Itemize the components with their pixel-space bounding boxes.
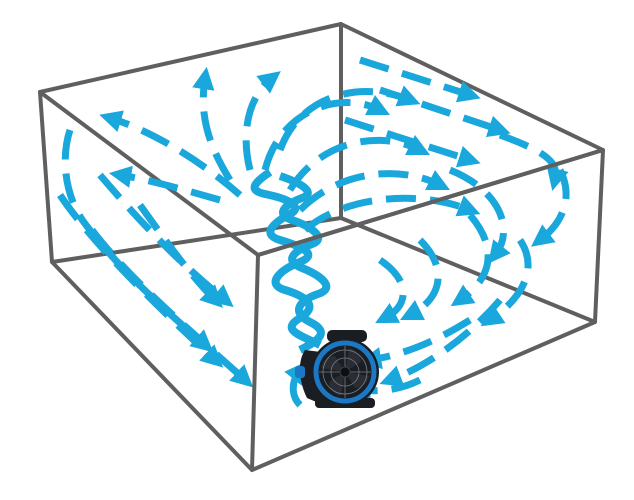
airflow-arrow bbox=[97, 172, 234, 308]
airflow-arrow bbox=[399, 237, 442, 321]
airflow-arrow bbox=[498, 131, 569, 191]
room-box-front-left bbox=[38, 90, 260, 472]
airflow-arrow bbox=[137, 202, 223, 308]
spiral-strand bbox=[278, 172, 331, 354]
airflow-arrow bbox=[192, 66, 233, 182]
blower-fan-icon bbox=[295, 330, 379, 408]
airflow-arrow bbox=[302, 194, 481, 233]
fan-grille bbox=[319, 346, 371, 398]
airflow-arrow bbox=[287, 134, 431, 192]
airflow-arrow bbox=[358, 56, 481, 103]
airflow-arrow bbox=[99, 110, 243, 198]
airflow-arrow bbox=[531, 168, 570, 247]
airflow-arrow bbox=[242, 71, 281, 171]
fan-hub bbox=[339, 366, 351, 378]
fan-accent-ring bbox=[313, 340, 377, 404]
fan-blades bbox=[321, 348, 369, 396]
airflow-arrow bbox=[89, 227, 254, 388]
airflow-arrow bbox=[450, 212, 492, 307]
airflow-spiral bbox=[250, 168, 331, 354]
airflow-arrow bbox=[261, 94, 391, 171]
airflow-arrow bbox=[284, 361, 307, 408]
fan-control-knob bbox=[295, 366, 305, 378]
airflow-lines bbox=[57, 56, 570, 408]
airflow-arrow bbox=[379, 297, 503, 387]
room-box-back-floor bbox=[50, 216, 597, 324]
room-box-front-right bbox=[250, 148, 605, 472]
airflow-arrow bbox=[480, 238, 532, 327]
airflow-arrow bbox=[448, 166, 511, 264]
airflow-arrow bbox=[108, 165, 221, 204]
room-box-front bbox=[38, 90, 605, 472]
airflow-arrow bbox=[375, 257, 407, 324]
airflow-arrow bbox=[276, 85, 421, 152]
airflow-arrow bbox=[297, 169, 451, 213]
airflow-arrow bbox=[358, 317, 472, 370]
